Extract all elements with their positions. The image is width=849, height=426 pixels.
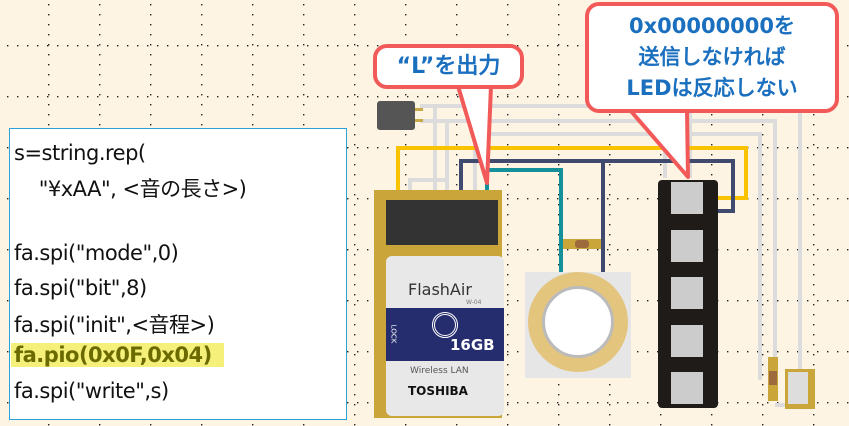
wifi-icon	[432, 312, 458, 338]
callout-left-text: “L”を出力	[396, 54, 501, 79]
code-line: fa.spi("mode",0)	[14, 241, 179, 265]
sd-card-pins	[386, 200, 498, 245]
code-line-highlighted: fa.pio(0x0F,0x04)	[11, 343, 224, 367]
callout-right-line2: 送信しなければ	[638, 45, 786, 69]
wire-gray	[420, 119, 777, 375]
sd-brand: FlashAir	[408, 280, 472, 299]
piezo-buzzer	[525, 272, 631, 378]
code-panel: s=string.rep( "¥xAA", <音の長さ>) fa.spi("mo…	[9, 128, 347, 420]
callout-right: 0x00000000を 送信しなければ LEDは反応しない	[585, 2, 839, 113]
switch-component	[377, 101, 423, 130]
code-line: fa.spi("bit",8)	[14, 276, 147, 300]
wire-gray	[475, 132, 762, 380]
led	[671, 325, 703, 357]
wire-yellow	[396, 146, 748, 200]
sd-capacity: 16GB	[450, 336, 495, 354]
resistor-small	[768, 357, 778, 401]
callout-left-tail	[456, 85, 493, 185]
led	[671, 182, 703, 214]
sd-feature: Wireless LAN	[410, 366, 469, 376]
led	[671, 372, 703, 404]
wire-navy	[459, 159, 735, 213]
code-line: fa.spi("write",s)	[14, 379, 169, 403]
callout-right-line1: 0x00000000を	[628, 14, 796, 38]
callout-right-tail	[628, 108, 690, 179]
callout-right-line3: LEDは反応しない	[626, 76, 798, 100]
sd-model: W-04	[466, 299, 482, 306]
led-strip	[658, 180, 718, 408]
code-line: s=string.rep(	[14, 141, 146, 165]
led	[671, 277, 703, 309]
slide-switch	[785, 369, 815, 409]
led	[671, 230, 703, 262]
code-line: "¥xAA", <音の長さ>)	[14, 177, 247, 201]
resistor	[563, 239, 601, 249]
sd-card: FlashAir W-04 LOCK 16GB Wireless LAN TOS…	[374, 190, 504, 418]
callout-left: “L”を出力	[373, 44, 524, 89]
sd-maker: TOSHIBA	[408, 384, 468, 398]
code-line: fa.spi("init",<音程>)	[14, 313, 215, 337]
